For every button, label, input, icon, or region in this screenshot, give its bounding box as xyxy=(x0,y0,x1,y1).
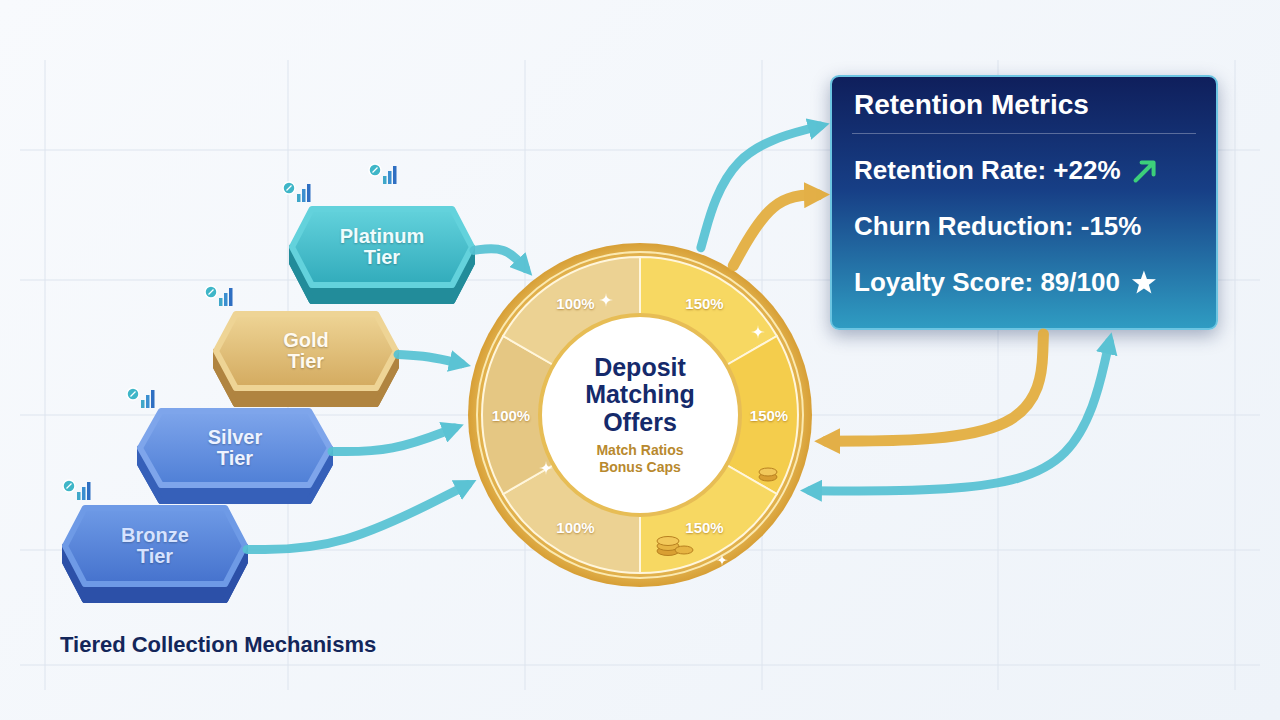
match-ratio: 150% xyxy=(685,295,723,312)
tier-box: Bronze Tier xyxy=(65,508,245,600)
divider-line xyxy=(852,133,1196,134)
grid xyxy=(20,60,1260,690)
coin-stack xyxy=(759,468,777,481)
coin xyxy=(657,542,679,551)
sparkle xyxy=(751,325,765,339)
metric-line: Churn Reduction: -15% xyxy=(854,211,1141,242)
tier-name: Gold Tier xyxy=(283,330,329,372)
coin xyxy=(657,537,679,546)
tier-face xyxy=(65,508,245,584)
tier-name: Bronze Tier xyxy=(121,525,189,567)
tier-name: Platinum Tier xyxy=(340,226,424,268)
sparkle xyxy=(599,293,613,307)
tier-label-holder: Silver Tier xyxy=(140,411,330,485)
stat-icon xyxy=(127,388,155,408)
match-ratio: 100% xyxy=(492,407,530,424)
match-ratio: 150% xyxy=(750,407,788,424)
tier-box: Platinum Tier xyxy=(292,209,472,301)
sparkle xyxy=(716,554,728,566)
tier-label-holder: Bronze Tier xyxy=(65,508,245,584)
tier-name: Silver Tier xyxy=(208,427,262,469)
tier-box: Silver Tier xyxy=(140,411,330,501)
star-shape xyxy=(1132,271,1156,294)
offer-subtitle: Match Ratios Bonus Caps xyxy=(585,442,695,476)
outer-ring xyxy=(468,243,812,587)
metrics-panel: Retention MetricsRetention Rate: +22% Chu… xyxy=(830,75,1218,330)
trend-arrow-shape xyxy=(1136,163,1154,181)
stat-icon xyxy=(369,164,397,184)
tier-box: Gold Tier xyxy=(216,314,396,404)
tier-face xyxy=(292,209,472,285)
flow-arrow xyxy=(733,195,818,266)
metric-line: Loyalty Score: 89/100 xyxy=(854,267,1120,298)
stat-icon xyxy=(205,286,233,306)
tier-face xyxy=(216,314,396,388)
metric-line: Retention Rate: +22% xyxy=(854,155,1121,186)
coin xyxy=(759,473,777,481)
flow-arrow xyxy=(474,249,525,269)
match-ratio: 150% xyxy=(685,518,723,535)
connectors xyxy=(247,126,1109,550)
sparkle xyxy=(539,461,553,475)
flow-arrow xyxy=(398,355,461,364)
flow-arrow xyxy=(332,428,454,452)
match-ratio: 100% xyxy=(556,518,594,535)
tier-face xyxy=(140,411,330,485)
match-ratio: 100% xyxy=(556,295,594,312)
group-caption: Tiered Collection Mechanisms xyxy=(60,632,376,658)
coin-stack xyxy=(657,537,693,556)
coin xyxy=(759,468,777,476)
panel-heading: Retention Metrics xyxy=(854,89,1089,121)
trend-arrow xyxy=(1136,163,1154,181)
tier-label-holder: Gold Tier xyxy=(216,314,396,388)
stat-icon xyxy=(63,480,91,500)
ring-highlight xyxy=(477,252,803,578)
flow-arrow xyxy=(701,126,820,248)
grid-line xyxy=(20,665,1260,666)
star-icon xyxy=(1132,271,1156,294)
grid-line xyxy=(45,60,46,690)
offer-title: Deposit Matching Offers xyxy=(555,354,725,437)
flow-arrow xyxy=(810,342,1109,491)
flow-arrow xyxy=(247,485,468,550)
stat-icon xyxy=(283,182,311,202)
flow-arrow xyxy=(826,334,1043,441)
coin xyxy=(675,546,693,554)
grid-line xyxy=(1235,60,1236,690)
tier-label-holder: Platinum Tier xyxy=(292,209,472,285)
offer-ring-group xyxy=(468,243,812,587)
inner-disc xyxy=(540,315,740,515)
coin xyxy=(657,547,679,556)
